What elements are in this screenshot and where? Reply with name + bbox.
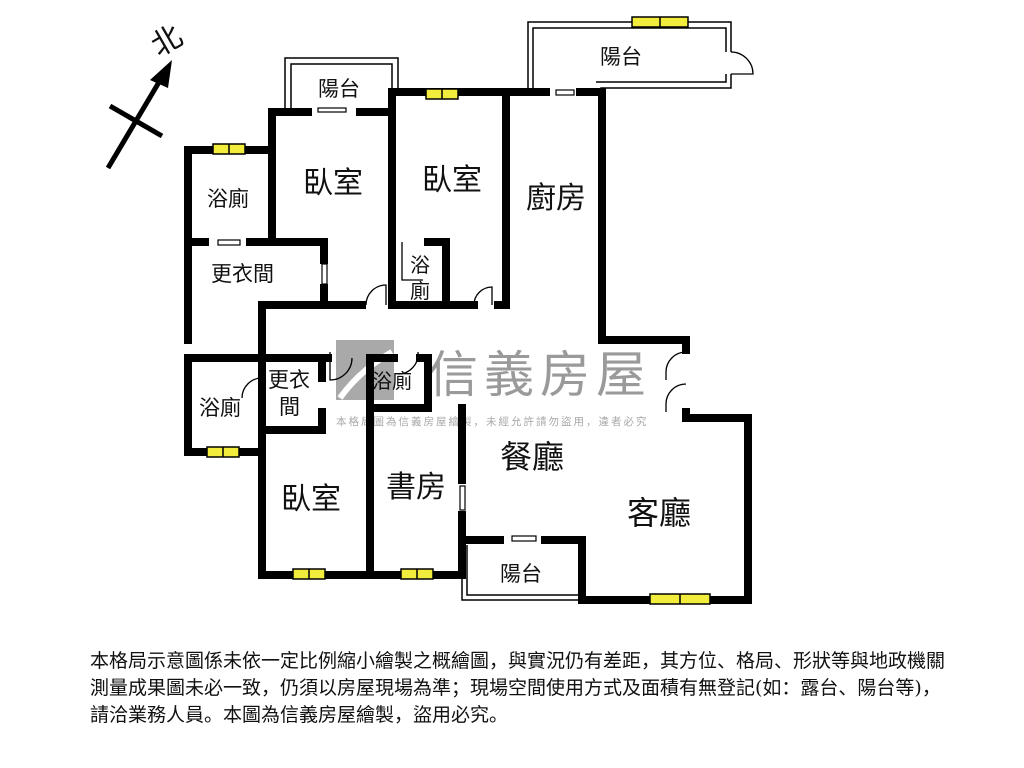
room-closet-2-line1: 更衣: [268, 368, 310, 392]
room-kitchen: 廚房: [526, 181, 586, 216]
room-dining: 餐廳: [500, 438, 564, 476]
room-balcony-top-left: 陽台: [318, 77, 360, 101]
watermark-notice: 本格局圖為信義房屋繪製，未經允許請勿盜用，違者必究: [336, 415, 649, 428]
watermark: 信義房屋 本格局圖為信義房屋繪製，未經允許請勿盜用，違者必究: [336, 340, 652, 428]
room-living: 客廳: [627, 494, 691, 532]
room-closet-1: 更衣間: [211, 262, 274, 286]
room-balcony-top-right: 陽台: [600, 45, 642, 69]
room-bath-small-1: 浴: [410, 253, 430, 277]
room-bath-1: 浴廁: [207, 187, 249, 211]
disclaimer-text: 本格局示意圖係未依一定比例縮小繪製之概繪圖，與實況仍有差距，其方位、格局、形狀等…: [90, 650, 946, 726]
room-bedroom-3: 臥室: [281, 482, 341, 517]
room-bedroom-1: 臥室: [303, 166, 363, 201]
windows: [206, 16, 711, 605]
room-labels: 陽台 陽台 浴廁 臥室 臥室 浴 廁 廚房 更衣間 浴廁 更衣 間 浴廁 餐廳 …: [199, 45, 691, 586]
walls: [184, 88, 752, 604]
north-label: 北: [145, 19, 188, 64]
room-study: 書房: [386, 470, 446, 505]
room-bath-2: 浴廁: [199, 396, 241, 420]
room-bath-3: 浴廁: [372, 369, 412, 393]
watermark-brand: 信義房屋: [428, 346, 652, 404]
room-bath-small-2: 廁: [410, 279, 430, 303]
floor-plan: 北 信義房屋 本格局圖為信義房屋繪製，未經允許請勿盜用，違者必究: [105, 16, 754, 605]
room-closet-2-line2: 間: [279, 395, 300, 419]
north-arrow-icon: 北: [105, 19, 189, 170]
sliding-doors: [217, 89, 575, 542]
room-bedroom-2: 臥室: [422, 163, 482, 198]
room-balcony-bottom: 陽台: [500, 562, 542, 586]
balcony-outlines: [284, 21, 732, 601]
